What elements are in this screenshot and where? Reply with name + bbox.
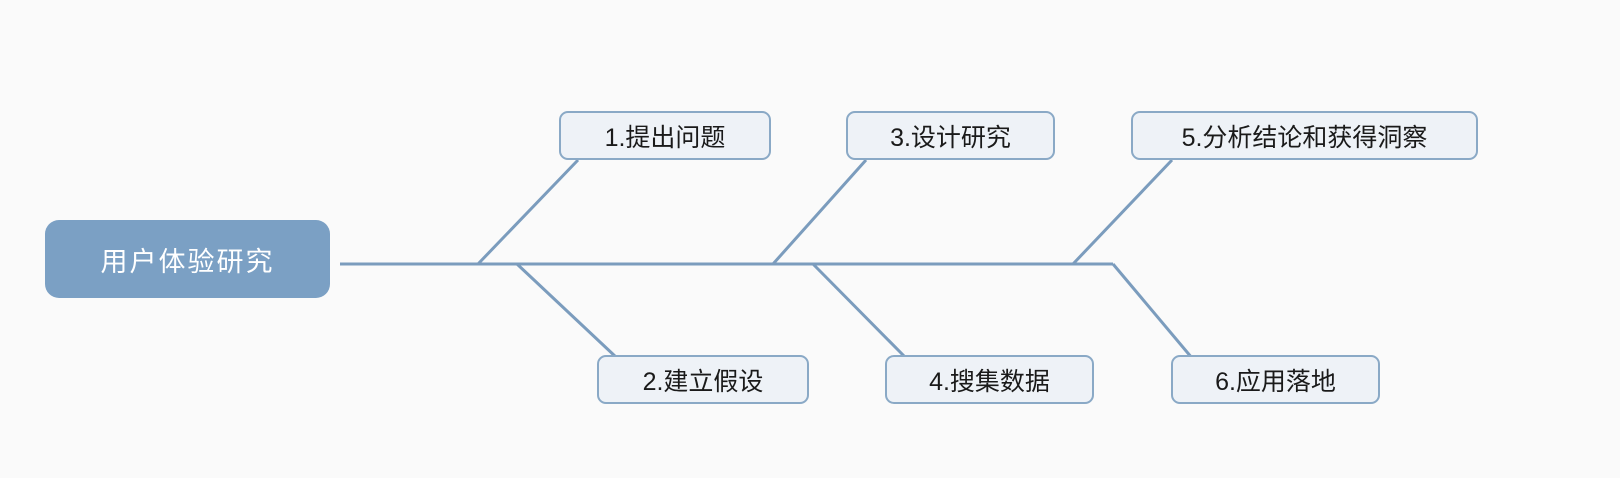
fishbone-branch-node-2[interactable]: 2.建立假设 (597, 355, 809, 404)
fishbone-branch-label-6: 6.应用落地 (1215, 367, 1336, 396)
branch-line-5 (1071, 158, 1174, 266)
branch-line-3 (771, 159, 868, 265)
fishbone-branch-label-2: 2.建立假设 (642, 367, 764, 396)
fishbone-branch-node-4[interactable]: 4.搜集数据 (885, 355, 1094, 404)
fishbone-branch-node-5[interactable]: 5.分析结论和获得洞察 (1131, 111, 1478, 160)
fishbone-branch-label-4: 4.搜集数据 (929, 367, 1050, 396)
fishbone-branch-label-5: 5.分析结论和获得洞察 (1181, 123, 1428, 152)
branch-line-6 (1111, 263, 1194, 359)
fishbone-head-label: 用户体验研究 (100, 246, 275, 277)
fishbone-branch-label-3: 3.设计研究 (890, 123, 1011, 152)
fishbone-branch-node-3[interactable]: 3.设计研究 (846, 111, 1055, 160)
fishbone-branch-node-1[interactable]: 1.提出问题 (559, 111, 771, 160)
fishbone-branch-node-6[interactable]: 6.应用落地 (1171, 355, 1380, 404)
fishbone-head-node[interactable]: 用户体验研究 (45, 220, 330, 298)
branch-line-4 (811, 262, 908, 360)
branch-line-1 (476, 158, 580, 266)
fishbone-branch-label-1: 1.提出问题 (604, 123, 726, 152)
branch-line-2 (515, 262, 619, 360)
